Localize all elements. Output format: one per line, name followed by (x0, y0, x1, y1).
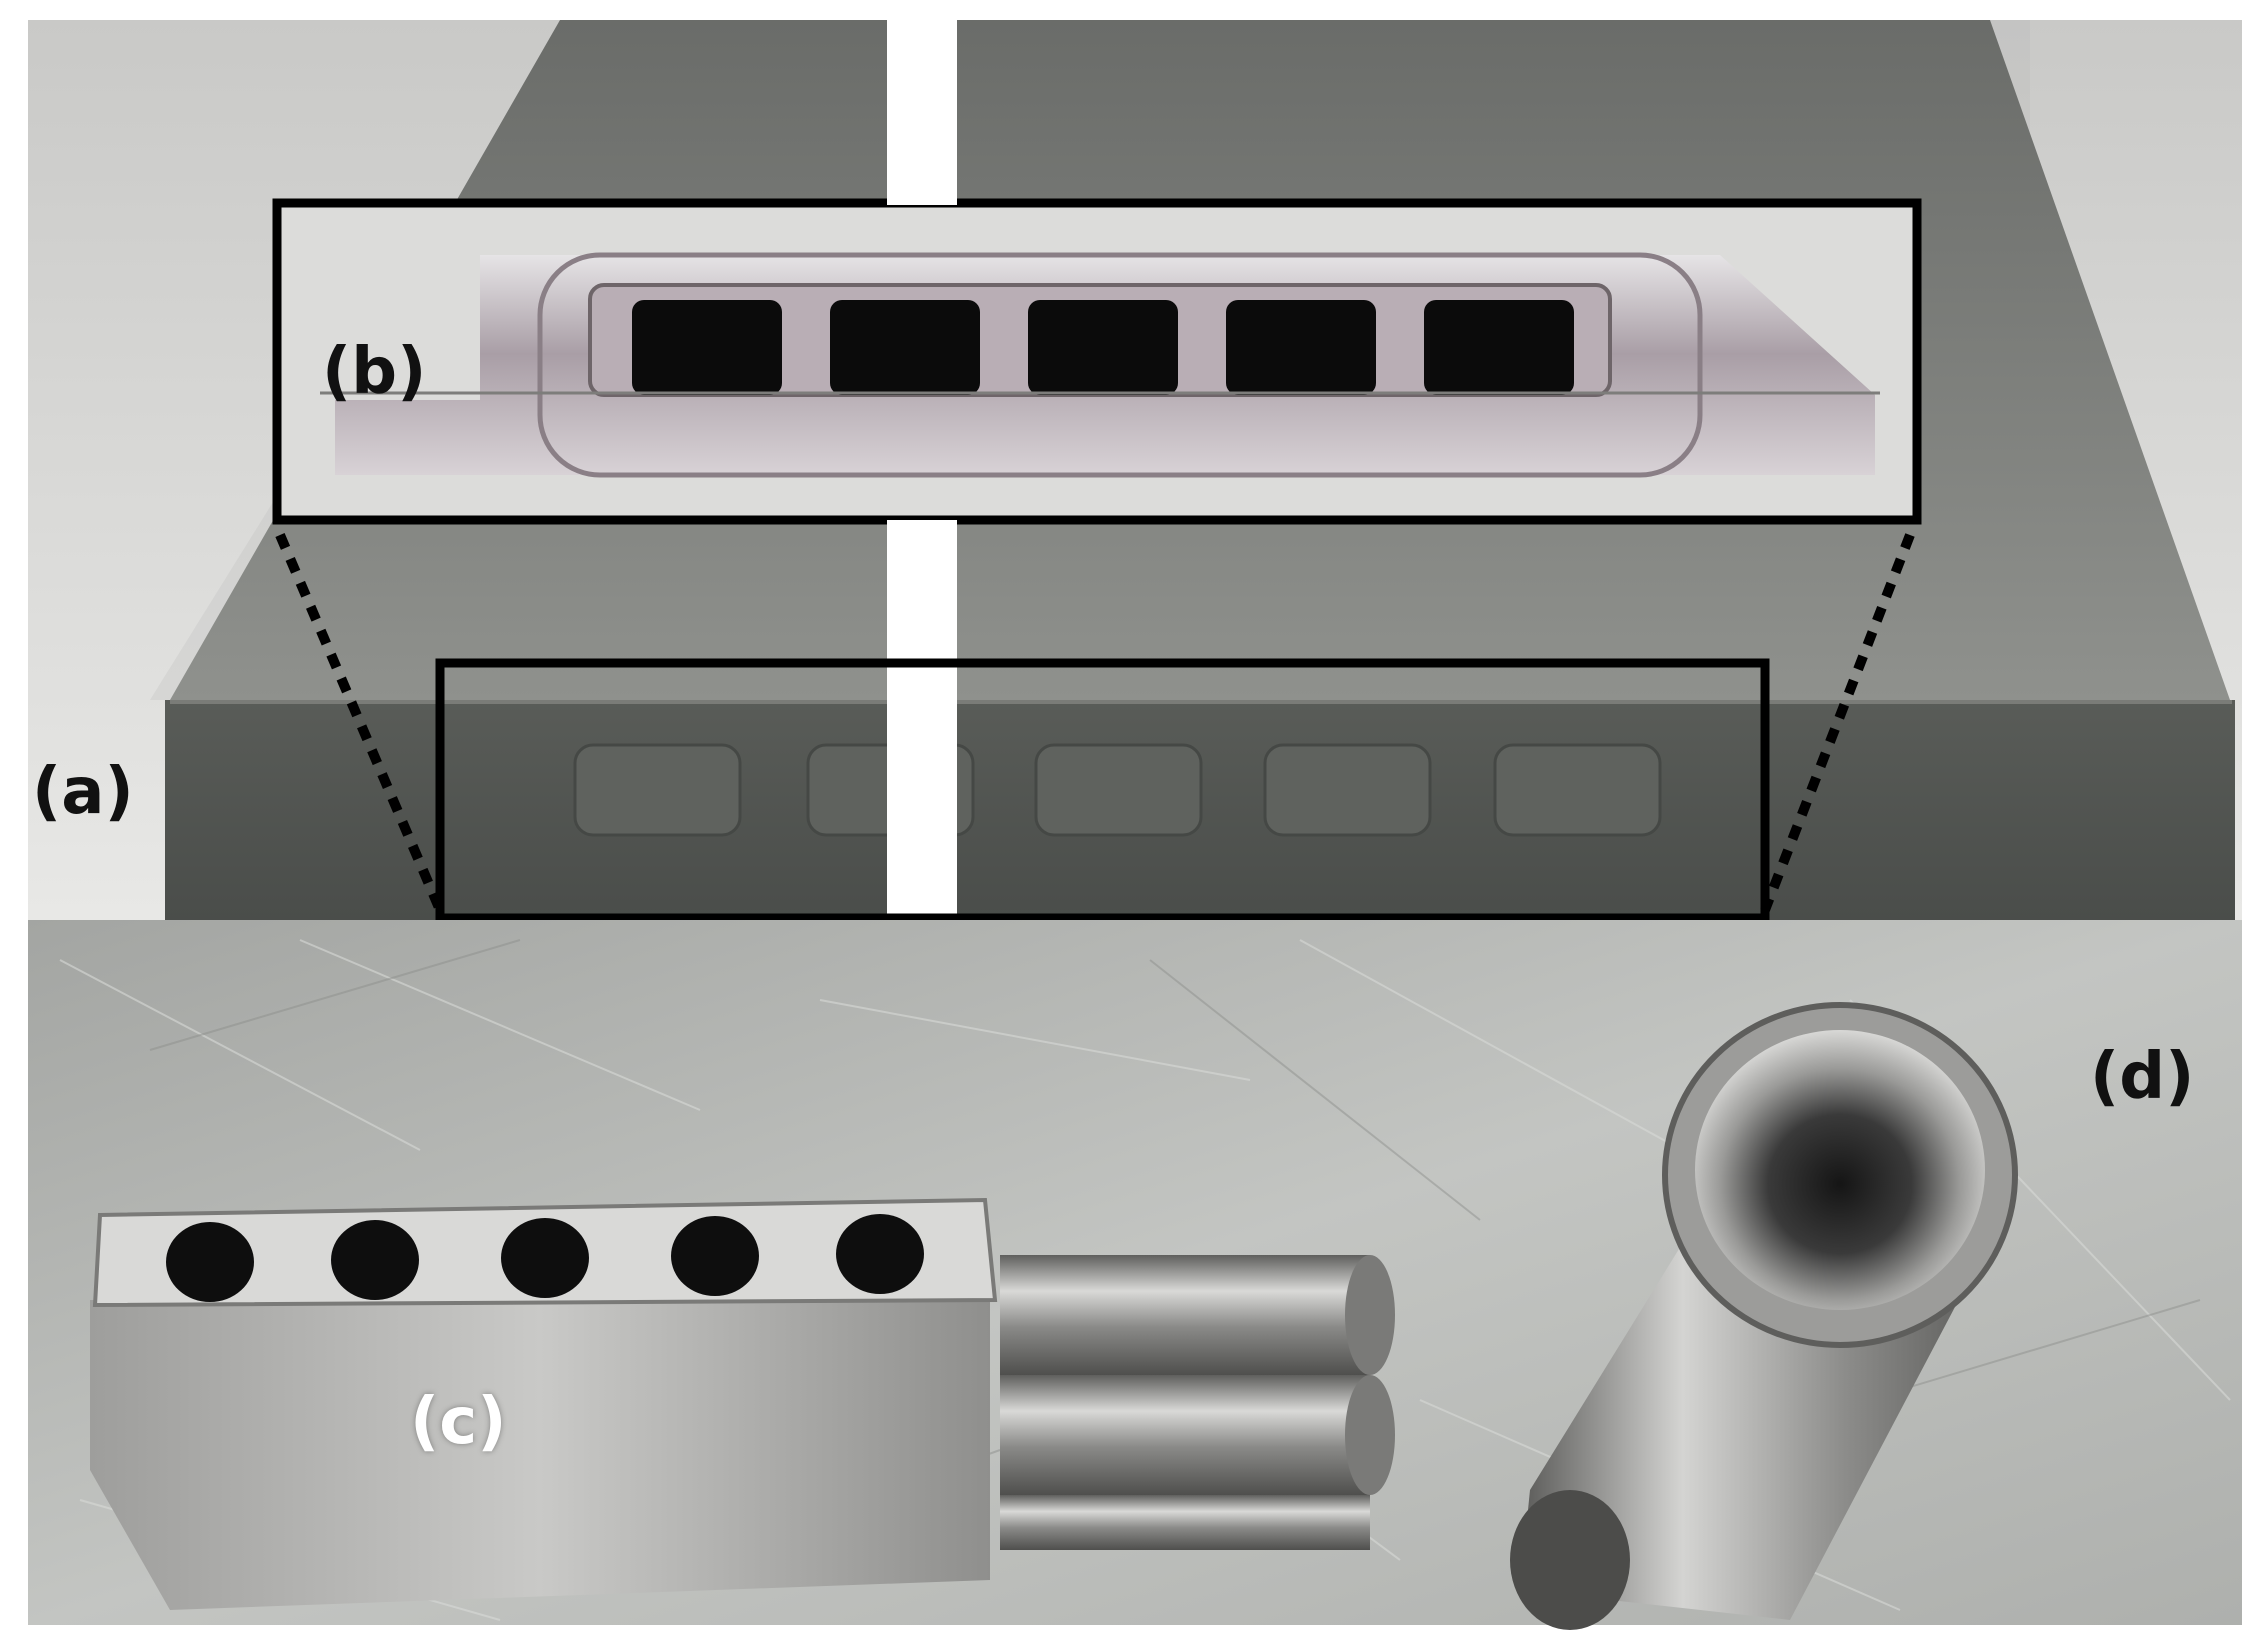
part-c (90, 1197, 1395, 1610)
panel-label-b: (b) (322, 335, 427, 409)
panel-label-c: (c) (410, 1385, 507, 1459)
part-c-tube-upper (1000, 1255, 1370, 1375)
part-d-funnel (1695, 1030, 1985, 1310)
part-c-tube-lower (1000, 1375, 1370, 1495)
panel-label-a: (a) (32, 755, 134, 829)
part-c-body (90, 1300, 990, 1610)
part-c-holes (166, 1214, 924, 1302)
connector-left (275, 533, 445, 912)
inset-b (272, 20, 1922, 670)
block-channels (573, 743, 1662, 837)
highlight-box (435, 658, 1770, 923)
inset-channels (632, 300, 1574, 395)
part-d (1510, 1002, 2018, 1630)
panel-label-d: (d) (2090, 1040, 2195, 1114)
zoom-indicator (275, 533, 1915, 923)
inset-frame (272, 198, 1922, 525)
photo-bottom (28, 920, 2242, 1630)
